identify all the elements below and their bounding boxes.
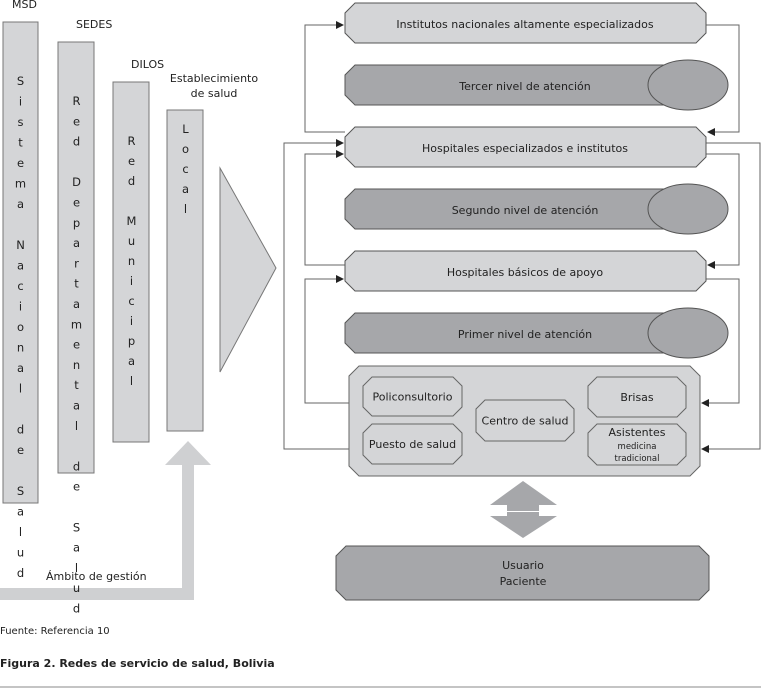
connector (701, 142, 761, 453)
unit-label: Puesto de salud (369, 438, 456, 451)
unit-centro (475, 399, 575, 442)
level-label: Segundo nivel de atención (452, 204, 599, 217)
down-arrow (490, 516, 557, 538)
unit-policonsultorio (362, 376, 463, 417)
unit-label: medicina (618, 442, 657, 452)
level-ellipse (647, 183, 729, 235)
column-header: MSD (12, 0, 37, 11)
unit-asistentes (587, 423, 687, 466)
column-label-red-municipal: Red Municipal (124, 134, 139, 394)
level-ellipse (647, 307, 729, 359)
unit-label: tradicional (615, 454, 660, 464)
column-sedes (57, 41, 95, 474)
source-note: Fuente: Referencia 10 (0, 626, 110, 637)
connector (706, 24, 740, 136)
column-establecimiento (166, 109, 204, 432)
up-arrow (490, 481, 557, 507)
level-label: Institutos nacionales altamente especial… (396, 18, 653, 31)
connector (701, 278, 740, 407)
column-header: SEDES (76, 18, 112, 31)
connector (304, 21, 345, 133)
user-label: Usuario (502, 559, 544, 572)
column-label-sistema-nacional: Sistema Nacional de Salud (13, 74, 28, 587)
level-label: Primer nivel de atención (458, 328, 592, 341)
unit-brisas (587, 376, 687, 418)
column-dilos (112, 81, 150, 443)
column-header: Establecimiento (170, 72, 258, 85)
facility-box (344, 2, 707, 44)
level-ellipse (647, 59, 729, 111)
column-header: de salud (191, 87, 238, 100)
level-label: Tercer nivel de atención (458, 80, 590, 93)
facility-box (344, 126, 707, 168)
patient-label: Paciente (500, 575, 547, 588)
up-arrow-shaft (507, 505, 539, 511)
column-msd (2, 21, 39, 504)
chevron-arrow (219, 166, 277, 373)
unit-label: Brisas (620, 391, 654, 404)
column-label-local: Local (178, 122, 193, 222)
figure-caption: Figura 2. Redes de servicio de salud, Bo… (0, 657, 275, 670)
column-header: DILOS (131, 58, 164, 71)
connector (706, 153, 740, 269)
management-arrow (0, 441, 211, 600)
connector (304, 150, 345, 266)
unit-label: Centro de salud (482, 415, 569, 428)
column-label-red-departamental: Red Departamental de Salud (69, 94, 84, 622)
unit-label: Asistentes (609, 426, 666, 439)
level-label: Hospitales especializados e institutos (422, 142, 628, 155)
level-label: Hospitales básicos de apoyo (447, 266, 604, 279)
connector (283, 139, 349, 450)
unit-puesto (362, 423, 463, 465)
user-box (335, 545, 710, 601)
management-label: Ámbito de gestión (46, 570, 147, 583)
connector (304, 275, 349, 404)
down-arrow-shaft (507, 512, 539, 518)
unit-label: Policonsultorio (373, 391, 453, 404)
facility-box (344, 250, 707, 292)
